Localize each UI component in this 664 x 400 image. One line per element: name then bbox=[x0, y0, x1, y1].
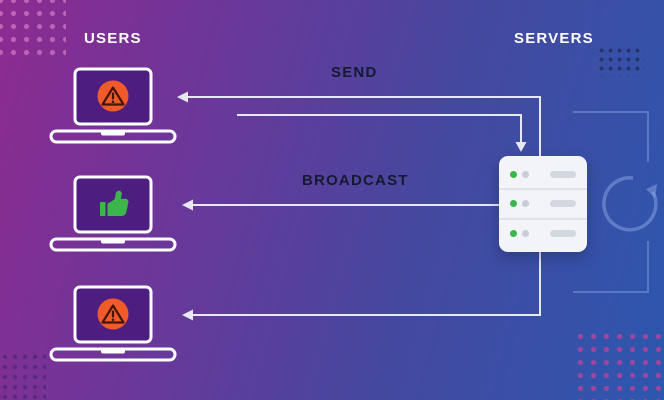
dot-pattern-top-left bbox=[0, 0, 66, 58]
arrow-broadcast-user-3 bbox=[191, 252, 541, 316]
arrowhead-server bbox=[515, 142, 527, 152]
laptop-base bbox=[49, 129, 177, 144]
led-gray-icon bbox=[522, 171, 529, 179]
laptop-user-3 bbox=[48, 284, 178, 364]
warning-icon bbox=[97, 80, 129, 112]
bracket-top-right bbox=[573, 111, 649, 162]
arrow-broadcast-user-1 bbox=[186, 96, 541, 156]
server-vent bbox=[550, 171, 576, 179]
laptop-user-2 bbox=[48, 174, 178, 254]
led-green-icon bbox=[510, 171, 517, 179]
server-vent bbox=[550, 200, 576, 208]
arrowhead-user-1 bbox=[177, 91, 188, 103]
thumbs-up-icon bbox=[100, 190, 129, 216]
server-icon bbox=[499, 156, 587, 252]
arrowhead-user-2 bbox=[182, 199, 193, 211]
arrowhead-user-3 bbox=[182, 309, 193, 321]
led-gray-icon bbox=[522, 229, 529, 237]
dot-pattern-bottom-left bbox=[0, 352, 46, 400]
laptop-base bbox=[49, 237, 177, 252]
broadcast-label: BROADCAST bbox=[302, 172, 409, 189]
led-green-icon bbox=[510, 229, 517, 237]
server-row bbox=[499, 217, 587, 247]
server-vent bbox=[550, 229, 576, 237]
dot-pattern-top-right bbox=[597, 46, 645, 76]
dot-pattern-bottom-right bbox=[574, 330, 664, 400]
server-row bbox=[499, 161, 587, 188]
led-gray-icon bbox=[522, 200, 529, 208]
send-label: SEND bbox=[331, 64, 378, 81]
refresh-icon bbox=[602, 176, 658, 232]
laptop-base bbox=[49, 347, 177, 362]
server-row bbox=[499, 188, 587, 217]
led-green-icon bbox=[510, 200, 517, 208]
users-label: USERS bbox=[84, 30, 142, 47]
arrow-send-to-server bbox=[237, 114, 522, 143]
laptop-user-1 bbox=[48, 66, 178, 146]
servers-label: SERVERS bbox=[514, 30, 594, 47]
warning-icon bbox=[97, 298, 129, 330]
